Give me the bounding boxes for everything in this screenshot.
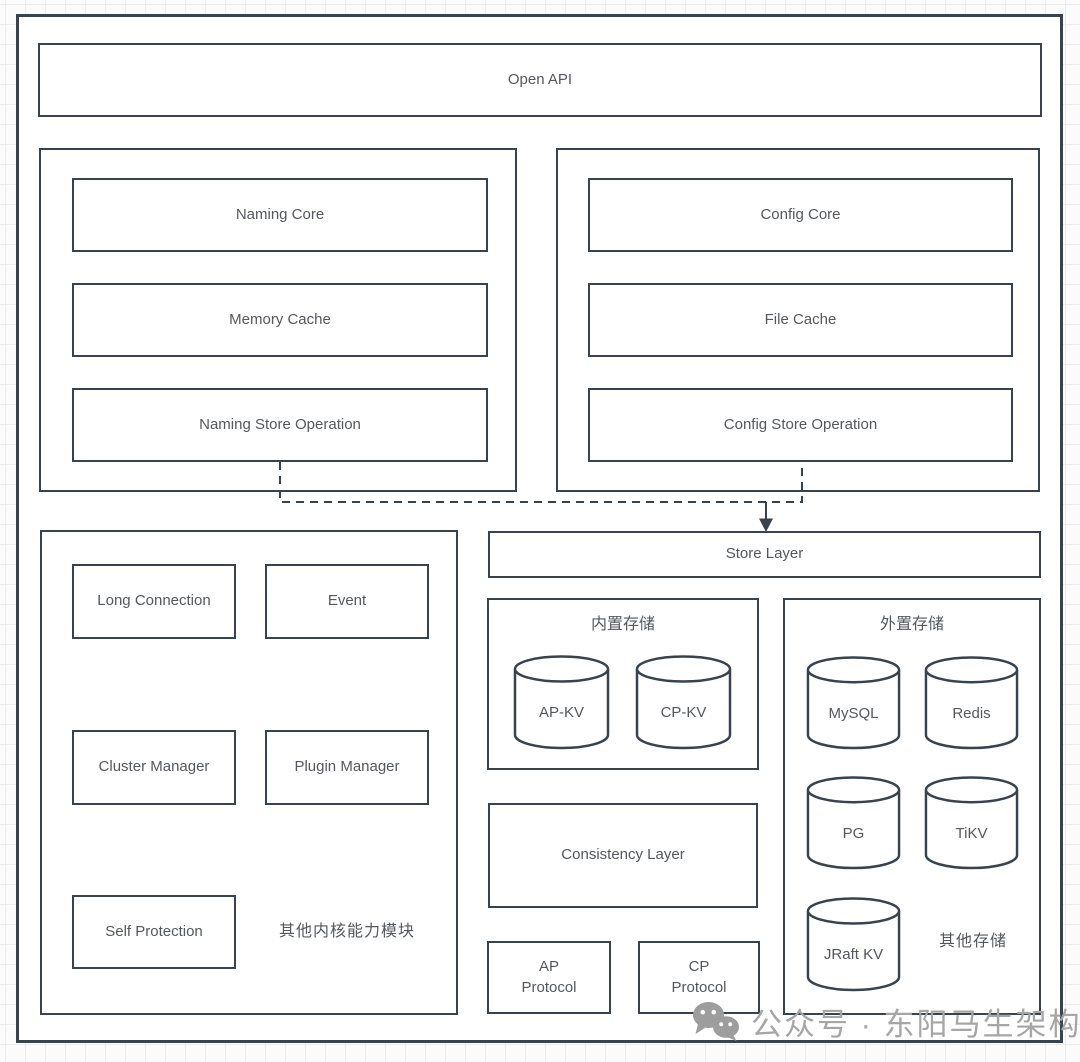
cylinder-mysql: MySQL: [806, 656, 901, 750]
naming-core-box: Naming Core: [72, 178, 488, 252]
cylinder-label: AP-KV: [538, 704, 584, 721]
database-cylinder-icon: [635, 655, 732, 750]
cylinder-jraft-kv: JRaft KV: [806, 897, 901, 992]
ap-protocol-box: AP Protocol: [487, 941, 611, 1014]
ap-protocol-line1: AP: [538, 958, 559, 976]
consistency-layer-box: Consistency Layer: [488, 803, 758, 908]
store-layer-box: Store Layer: [488, 531, 1041, 578]
cylinder-redis: Redis: [924, 656, 1019, 750]
ap-protocol-line2: Protocol: [521, 978, 577, 996]
memory-cache-box: Memory Cache: [72, 283, 488, 357]
external-storage-title: 外置存储: [879, 616, 944, 633]
database-cylinder-icon: [806, 897, 901, 992]
cylinder-label: JRaft KV: [823, 946, 884, 963]
cylinder-tikv: TiKV: [924, 776, 1019, 870]
cylinder-label: TiKV: [955, 825, 988, 842]
cylinder-label: CP-KV: [660, 704, 707, 721]
long-connection-box: Long Connection: [72, 564, 236, 639]
cylinder-label: MySQL: [828, 705, 879, 722]
naming-store-operation-box: Naming Store Operation: [72, 388, 488, 462]
builtin-storage-title: 内置存储: [590, 616, 655, 633]
external-storage-note: 其他存储: [938, 933, 1007, 950]
file-cache-box: File Cache: [588, 283, 1013, 357]
database-cylinder-icon: [924, 776, 1019, 870]
cylinder-cp-kv: CP-KV: [635, 655, 732, 750]
config-core-box: Config Core: [588, 178, 1013, 252]
cp-protocol-line1: CP: [688, 958, 710, 976]
cylinder-label: PG: [842, 825, 865, 842]
plugin-manager-box: Plugin Manager: [265, 730, 429, 805]
open-api-box: Open API: [38, 43, 1042, 117]
cp-protocol-box: CP Protocol: [638, 941, 760, 1014]
cylinder-pg: PG: [806, 776, 901, 870]
event-box: Event: [265, 564, 429, 639]
config-store-operation-box: Config Store Operation: [588, 388, 1013, 462]
database-cylinder-icon: [806, 656, 901, 750]
database-cylinder-icon: [513, 655, 610, 750]
cylinder-label: Redis: [952, 705, 991, 722]
self-protection-box: Self Protection: [72, 895, 236, 969]
cluster-manager-box: Cluster Manager: [72, 730, 236, 805]
kernel-module-note: 其他内核能力模块: [278, 923, 415, 940]
database-cylinder-icon: [806, 776, 901, 870]
database-cylinder-icon: [924, 656, 1019, 750]
cp-protocol-line2: Protocol: [671, 978, 727, 996]
cylinder-ap-kv: AP-KV: [513, 655, 610, 750]
